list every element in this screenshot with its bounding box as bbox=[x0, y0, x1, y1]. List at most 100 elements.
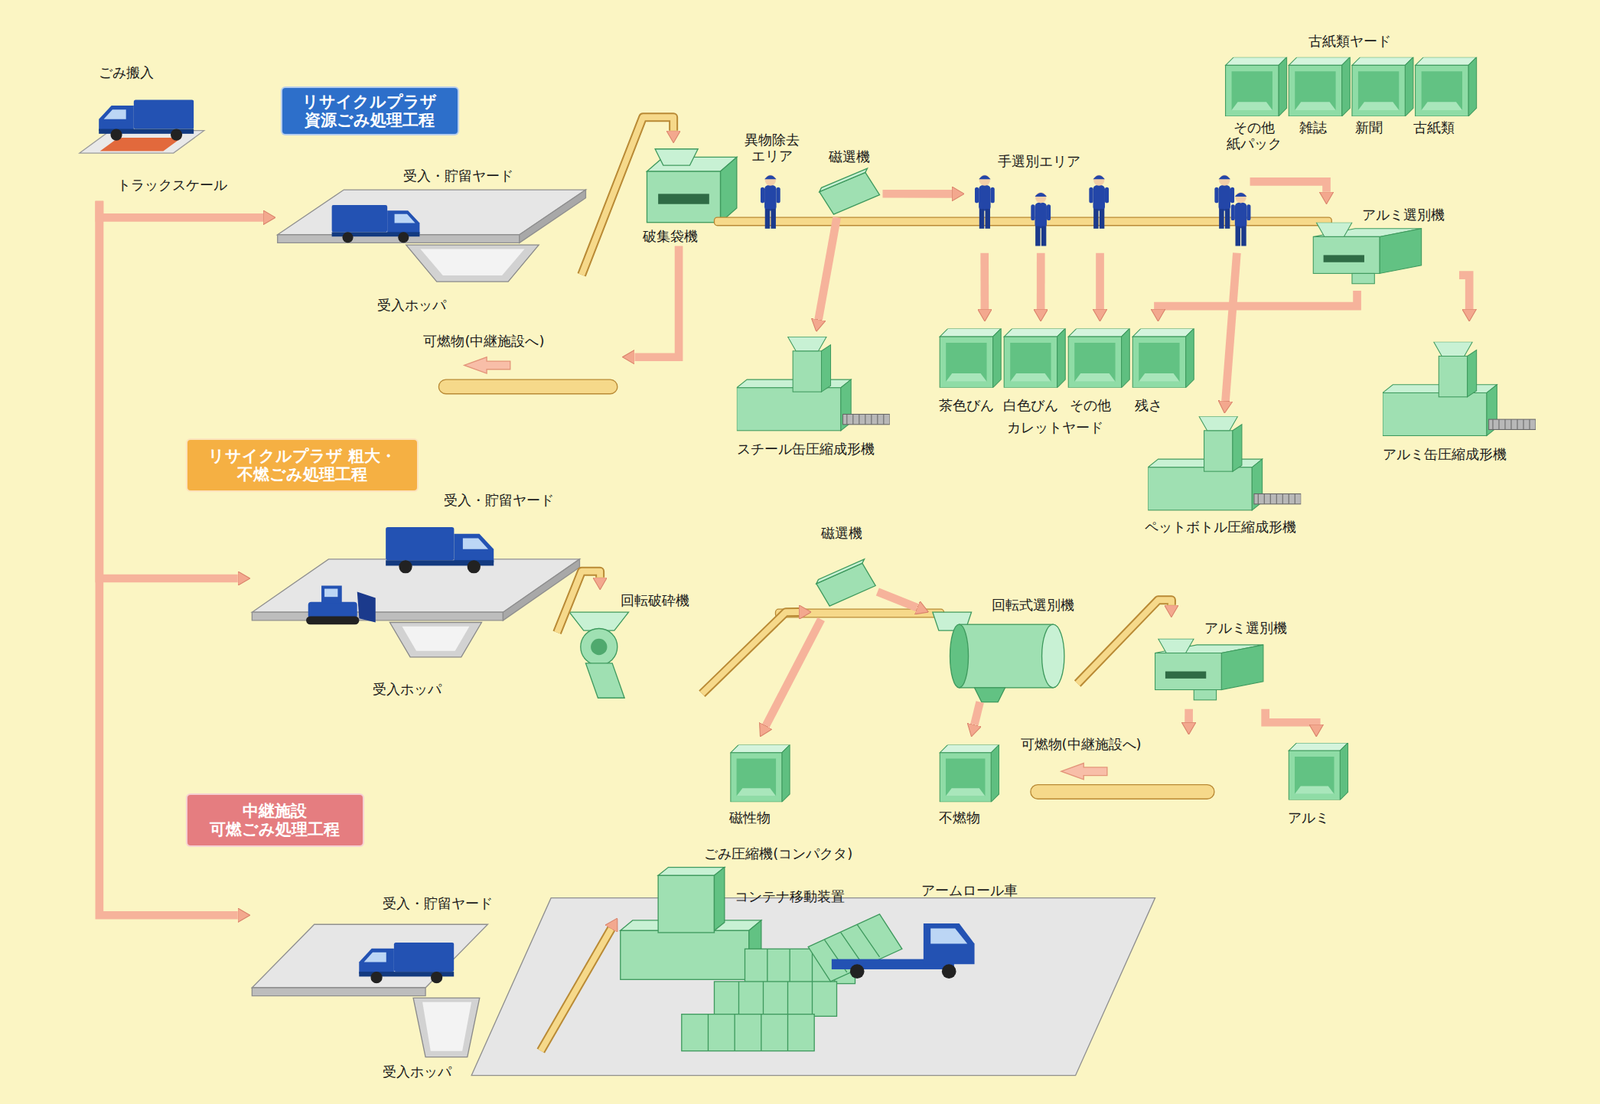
flow-line bbox=[1459, 275, 1470, 310]
flow-line bbox=[99, 201, 238, 579]
hand-sorting-area: 手選別エリア bbox=[964, 150, 1250, 253]
flow-arrow bbox=[1099, 253, 1101, 310]
containers bbox=[681, 1014, 815, 1052]
flow-line bbox=[974, 701, 980, 725]
receiving-yard-figure bbox=[389, 622, 482, 658]
conveyor-arrow bbox=[540, 928, 612, 1052]
label-text: その他 紙パック bbox=[1224, 120, 1284, 152]
flow-arrow bbox=[877, 591, 918, 608]
magnetic-separator: 磁選機 bbox=[816, 146, 884, 218]
receiving-yard-figure bbox=[406, 244, 539, 282]
receiving-yard: 受入・貯留ヤード受入ホッパ bbox=[275, 162, 582, 319]
press-machines bbox=[1382, 342, 1536, 437]
rotary-crusher-figure bbox=[585, 663, 625, 698]
conveyor-belt bbox=[557, 571, 600, 633]
arm-roll-truck-figure bbox=[808, 914, 903, 982]
flow-line bbox=[980, 253, 989, 310]
receiving-yard-figure bbox=[251, 559, 580, 613]
label-text: 可燃物(中継施設へ) bbox=[1020, 736, 1142, 753]
storage-bins bbox=[1132, 328, 1194, 388]
arm-roll-truck-figure bbox=[850, 964, 865, 979]
magnetic-separator-figure bbox=[819, 168, 868, 193]
compactor-figure bbox=[658, 867, 725, 877]
truck-scale: ごみ搬入トラックスケール bbox=[86, 63, 255, 202]
label-text: スチール缶圧縮成形機 bbox=[736, 441, 875, 458]
conveyor-belt bbox=[581, 117, 674, 275]
bag-breaker-figure bbox=[646, 171, 721, 223]
transfer-floor bbox=[471, 898, 1155, 1076]
bag-breaker-figure bbox=[720, 156, 737, 222]
label-text: 受入・貯留ヤード bbox=[443, 492, 554, 509]
arm-roll-truck-figure bbox=[930, 928, 968, 945]
rotary-crusher-figure bbox=[590, 638, 607, 655]
label-text: 雑誌 bbox=[1299, 120, 1327, 137]
flow-line bbox=[1036, 253, 1046, 310]
band-title: 中継施設 可燃ごみ処理工程 bbox=[195, 801, 356, 839]
label-text: トラックスケール bbox=[117, 177, 228, 194]
flow-line bbox=[882, 189, 952, 199]
truck-scale-figure bbox=[98, 99, 194, 141]
compactor-figure bbox=[713, 867, 724, 932]
receiving-yard-figure bbox=[385, 527, 494, 574]
flow-line bbox=[1184, 709, 1193, 723]
compactor-figure bbox=[620, 867, 762, 981]
label-text: 受入・貯留ヤード bbox=[403, 168, 514, 185]
arm-roll-truck-figure bbox=[923, 923, 975, 965]
band-title: リサイクルプラザ 粗大・不燃ごみ処理工程 bbox=[195, 446, 410, 484]
rotary-screen-figure bbox=[932, 612, 1065, 702]
truck-scale-figure bbox=[100, 137, 183, 151]
truck-scale-figure bbox=[79, 130, 205, 154]
bulldozer bbox=[306, 616, 359, 626]
bulldozer bbox=[357, 592, 376, 623]
rotary-crusher-figure bbox=[580, 628, 618, 666]
cullet-yard: 茶色びん白色びんその他残さカレットヤード bbox=[933, 321, 1204, 439]
storage-bins bbox=[1352, 57, 1414, 117]
receiving-yard-figure bbox=[401, 626, 470, 652]
workers bbox=[1231, 192, 1252, 246]
steel-can-press: スチール缶圧縮成形機 bbox=[729, 331, 898, 464]
receiving-yard-figure bbox=[277, 189, 587, 282]
aluminum-separator-figure bbox=[1313, 222, 1421, 284]
process-band: リサイクルプラザ 粗大・不燃ごみ処理工程 bbox=[185, 438, 419, 492]
rotary-crusher-figure bbox=[569, 612, 629, 631]
storage-bins bbox=[1225, 57, 1288, 117]
bulldozer bbox=[308, 602, 358, 619]
flow-line bbox=[99, 201, 264, 219]
label-text: 白色びん bbox=[1003, 397, 1059, 414]
bulldozer bbox=[306, 586, 376, 626]
flow-arrow bbox=[765, 619, 822, 726]
combustibles-belt bbox=[1061, 763, 1108, 780]
magnetic-separator-figure bbox=[819, 168, 880, 215]
receiving-yard-figure bbox=[251, 612, 503, 621]
rotary-screen-figure bbox=[959, 624, 1054, 688]
flow-arrow bbox=[1265, 709, 1317, 725]
storage-bins bbox=[730, 57, 1477, 803]
aluminum-can-press: アルミ缶圧縮成形機 bbox=[1375, 321, 1545, 470]
flow-arrow bbox=[818, 217, 838, 320]
press-machines bbox=[736, 336, 1536, 511]
transfer-floor bbox=[251, 987, 426, 997]
receiving-yard-figure bbox=[251, 527, 580, 658]
combustibles-conveyor: 可燃物(中継施設へ) bbox=[418, 331, 623, 403]
output-bin: 磁性物 bbox=[719, 736, 802, 831]
label-text: アルミ缶圧縮成形機 bbox=[1382, 446, 1507, 463]
compactor-figure bbox=[620, 930, 750, 980]
magnetic-separator-figure bbox=[775, 559, 944, 618]
bag-breaker-figure bbox=[654, 149, 698, 166]
storage-bins bbox=[939, 745, 999, 803]
label-text: 手選別エリア bbox=[997, 153, 1081, 170]
flow-arrow bbox=[974, 701, 980, 725]
flow-arrow bbox=[1188, 709, 1190, 723]
bag-breaker-figure bbox=[658, 193, 710, 204]
flow-arrow bbox=[984, 253, 986, 310]
receiving-yard-figure bbox=[331, 205, 420, 243]
storage-bins bbox=[730, 745, 790, 803]
magnetic-separator: 磁選機 bbox=[811, 522, 878, 620]
receiving-yard-figure bbox=[519, 189, 587, 243]
flow-arrow bbox=[1459, 275, 1470, 310]
flow-line bbox=[1225, 253, 1238, 401]
press-machines bbox=[1147, 416, 1301, 511]
transfer-floor bbox=[422, 1002, 472, 1052]
